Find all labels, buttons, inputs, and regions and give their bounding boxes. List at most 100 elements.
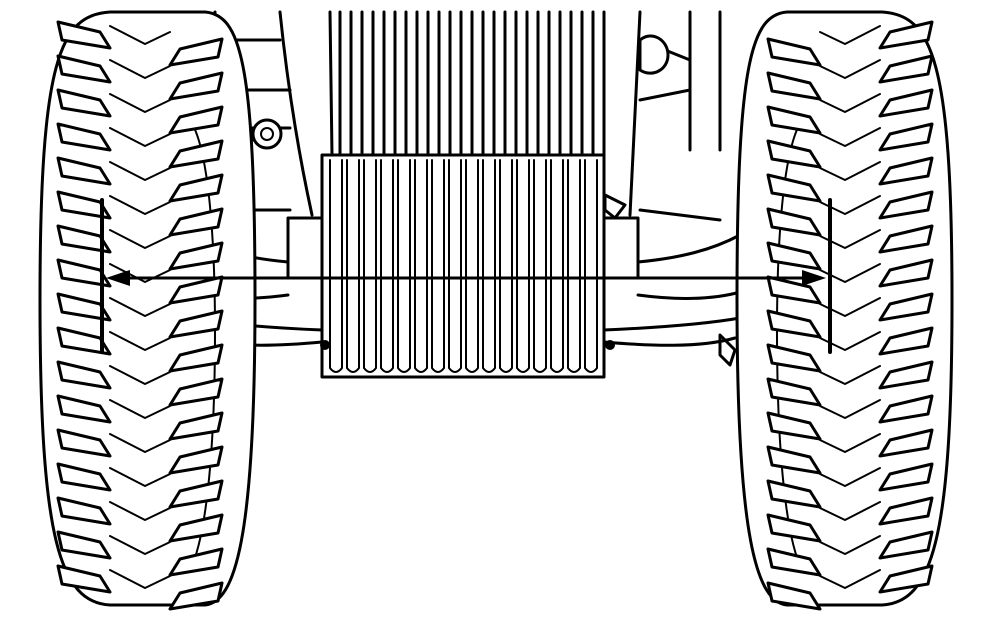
tread-groove <box>819 467 881 487</box>
tread-groove <box>819 535 881 555</box>
weight-plate <box>363 159 377 373</box>
tread-groove <box>819 59 881 79</box>
weight-plate <box>431 159 445 373</box>
tread-lug <box>168 139 224 169</box>
tread-lug <box>168 173 224 203</box>
tread-groove <box>109 59 171 79</box>
tread-lug <box>56 258 112 288</box>
tread-lug <box>766 71 822 101</box>
tread-lug <box>168 343 224 373</box>
weight-plate <box>567 159 581 373</box>
front-weight-plates <box>329 159 598 373</box>
tread-groove <box>109 399 171 419</box>
tread-lug <box>56 190 112 220</box>
tread-groove <box>109 229 171 249</box>
weight-plate <box>550 159 564 373</box>
tread-lug <box>878 530 934 560</box>
tread-lug <box>56 462 112 492</box>
tread-lug <box>168 479 224 509</box>
tread-groove <box>109 161 171 181</box>
tread-lug <box>56 394 112 424</box>
left-tire <box>38 10 257 611</box>
arrowhead-right-icon <box>802 270 826 286</box>
tread-lug <box>878 258 934 288</box>
tread-lug <box>56 360 112 390</box>
weight-plate <box>414 159 428 373</box>
tread-groove <box>819 365 881 385</box>
tread-lug <box>766 139 822 169</box>
tread-lug <box>168 275 224 305</box>
tread-lug <box>56 428 112 458</box>
tread-groove <box>109 535 171 555</box>
tread-lug <box>878 394 934 424</box>
weight-plate <box>516 159 530 373</box>
tread-lug <box>766 581 822 611</box>
weight-plate <box>329 159 343 373</box>
tread-lug <box>766 377 822 407</box>
tread-lug <box>56 292 112 322</box>
weight-plate <box>346 159 360 373</box>
tread-lug <box>878 156 934 186</box>
tread-lug <box>56 224 112 254</box>
tread-lug <box>168 309 224 339</box>
weight-plate <box>380 159 394 373</box>
tread-lug <box>878 360 934 390</box>
weight-plate <box>448 159 462 373</box>
tread-lug <box>878 122 934 152</box>
tread-lug <box>56 326 112 356</box>
weight-plate <box>482 159 496 373</box>
tread-lug <box>878 54 934 84</box>
tread-lug <box>168 71 224 101</box>
weight-plate <box>533 159 547 373</box>
tread-groove <box>109 195 171 215</box>
tread-groove <box>819 501 881 521</box>
tread-lug <box>56 88 112 118</box>
tread-groove <box>109 297 171 317</box>
tread-groove <box>819 25 881 45</box>
tread-lug <box>168 581 224 611</box>
tread-lug <box>56 122 112 152</box>
tread-groove <box>819 93 881 113</box>
tread-lug <box>56 54 112 84</box>
tread-groove <box>109 467 171 487</box>
left-tire-tread <box>56 20 224 611</box>
tread-lug <box>878 462 934 492</box>
weight-plate <box>465 159 479 373</box>
right-bracket <box>638 34 670 75</box>
tread-lug <box>168 445 224 475</box>
filler-cap <box>238 118 292 150</box>
tread-groove <box>109 25 171 45</box>
tread-lug <box>878 428 934 458</box>
tread-lug <box>766 105 822 135</box>
tread-groove <box>819 399 881 419</box>
right-tire <box>735 10 954 611</box>
weight-plate <box>499 159 513 373</box>
tread-groove <box>109 569 171 589</box>
tread-lug <box>878 496 934 526</box>
tread-lug <box>56 156 112 186</box>
tread-groove <box>819 433 881 453</box>
tread-groove <box>819 569 881 589</box>
tread-groove <box>109 263 171 283</box>
tread-lug <box>878 224 934 254</box>
tread-lug <box>168 377 224 407</box>
tread-lug <box>878 190 934 220</box>
tread-groove <box>109 365 171 385</box>
tread-lug <box>766 445 822 475</box>
tread-lug <box>56 20 112 50</box>
tread-lug <box>766 173 822 203</box>
arrowhead-left-icon <box>106 270 130 286</box>
tread-lug <box>878 88 934 118</box>
tread-lug <box>56 496 112 526</box>
tread-groove <box>109 127 171 147</box>
tread-groove <box>109 501 171 521</box>
weight-plate <box>397 159 411 373</box>
tread-lug <box>168 105 224 135</box>
tread-lug <box>56 530 112 560</box>
tread-lug <box>878 326 934 356</box>
tread-groove <box>819 161 881 181</box>
tread-groove <box>109 433 171 453</box>
tread-groove <box>109 93 171 113</box>
track-width-measurement <box>100 198 832 354</box>
